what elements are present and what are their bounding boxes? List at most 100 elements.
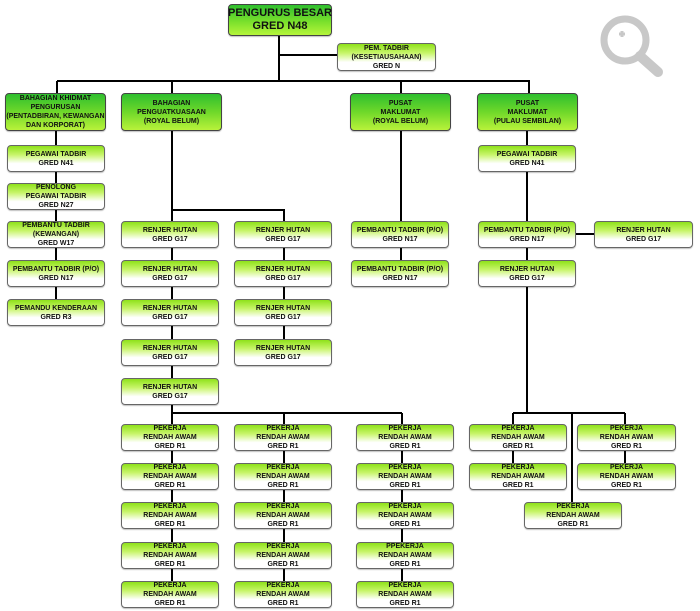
box-text-line: GRED R1 [389, 521, 421, 528]
box-text-line: GRED R3 [40, 313, 72, 321]
box-text-line: PEKERJA [266, 425, 300, 432]
box-text-line: GRED R1 [154, 561, 186, 568]
box-text-line: MAKLUMAT [380, 108, 421, 116]
box-text-line: PEGAWAI TADBIR [496, 150, 558, 158]
box-text-line: RENDAH AWAM [256, 473, 310, 480]
box-text-line: RENDAH AWAM [378, 552, 432, 559]
box-text-line: PEKERJA [153, 543, 187, 550]
box-text-line: RENDAH AWAM [256, 512, 310, 519]
box-text-line: RENDAH AWAM [256, 552, 310, 559]
box-text-line: GRED N41 [38, 159, 74, 167]
box-text-line: GRED G17 [152, 274, 188, 282]
box-text-line: PPEKERJA [386, 543, 424, 550]
box-text-line: GRED G17 [152, 353, 188, 361]
box-text-line: RENJER HUTAN [142, 304, 198, 312]
box-text-line: PEKERJA [556, 503, 590, 510]
box-text-line: PEKERJA [609, 464, 644, 471]
box-text-line: PEMBANTU TADBIR (P/O) [483, 226, 571, 234]
zoom-in-icon[interactable] [598, 14, 668, 80]
box-text-line: GRED R1 [502, 482, 534, 489]
box-text-line: GRED R1 [502, 443, 534, 450]
box-text-line: RENDAH AWAM [143, 512, 197, 519]
box-text-line: PEKERJA [153, 503, 187, 510]
box-text-line: GRED R1 [154, 443, 186, 450]
box-text-line: PEMBANTU TADBIR [22, 222, 90, 229]
box-text-line: GRED G17 [625, 235, 662, 243]
box-text-line: PEKERJA [388, 503, 422, 510]
box-text-line: PEKERJA [153, 464, 187, 471]
box-text-line: GRED R1 [267, 482, 299, 489]
box-text-line: (KEWANGAN) [32, 231, 80, 238]
box-text-line: PEKERJA [266, 503, 300, 510]
box-text-line: GRED G17 [265, 353, 301, 361]
box-text-line: GRED N [372, 62, 401, 70]
box-text-line: RENDAH AWAM [491, 473, 545, 480]
box-text-line: DAN KORPORAT) [26, 122, 85, 129]
box-text-line: RENJER HUTAN [142, 226, 198, 234]
box-text-line: PENGURUS BESAR [228, 7, 332, 19]
box-text-line: (ROYAL BELUM) [372, 117, 429, 125]
box-text-line: GRED R1 [389, 600, 421, 607]
staff-box: PEMBANTU TADBIR(KEWANGAN)GRED W17 [7, 221, 105, 248]
box-text-line: PEKERJA [153, 582, 187, 589]
box-text-line: GRED G17 [265, 235, 301, 243]
box-text-line: RENJER HUTAN [142, 383, 198, 391]
box-text-line: GRED G17 [265, 313, 301, 321]
box-text-line: RENJER HUTAN [255, 265, 311, 273]
box-text-line: (KESETIAUSAHAAN) [351, 53, 422, 61]
box-text-line: PEGAWAI TADBIR [25, 193, 87, 200]
box-text-line: RENJER HUTAN [142, 265, 198, 273]
box-text-line: PEMBANTU TADBIR (P/O) [356, 226, 444, 234]
box-text-line: RENDAH AWAM [256, 591, 310, 598]
box-text-line: GRED R1 [267, 443, 299, 450]
box-text-line: RENJER HUTAN [142, 344, 198, 352]
box-text-line: PEGAWAI TADBIR [25, 150, 87, 158]
box-text-line: PENGUATKUASAAN [137, 108, 206, 116]
box-text-line: GRED N17 [38, 274, 74, 282]
box-text-line: (PULAU SEMBILAN) [493, 117, 562, 125]
box-text-line: PEKERJA [388, 464, 422, 471]
box-text-line: PEMANDU KENDERAAN [14, 304, 98, 312]
box-text-line: RENDAH AWAM [143, 434, 197, 441]
box-text-line: PEKERJA [388, 425, 422, 432]
pembantu-tadbir-box: PEMBANTU TADBIR (P/O)GRED N17 [351, 221, 449, 248]
box-text-line: PUSAT [515, 99, 540, 107]
box-text-line: RENDAH AWAM [546, 512, 600, 519]
box-text-line: GRED G17 [152, 235, 188, 243]
box-text-line: PEKERJA [266, 582, 300, 589]
box-text-line: RENJER HUTAN [255, 344, 311, 352]
box-text-line: GRED R1 [154, 521, 186, 528]
box-text-line: RENDAH AWAM [599, 434, 654, 441]
box-text-line: GRED G17 [152, 313, 188, 321]
box-text-line: GRED N27 [38, 202, 74, 209]
box-text-line: PEMBANTU TADBIR (P/O) [356, 265, 444, 273]
box-text-line: (ROYAL BELUM) [143, 117, 200, 125]
box-text-line: GRED R1 [610, 482, 643, 489]
box-text-line: GRED N17 [509, 235, 545, 243]
box-text-line: GRED R1 [154, 600, 186, 607]
